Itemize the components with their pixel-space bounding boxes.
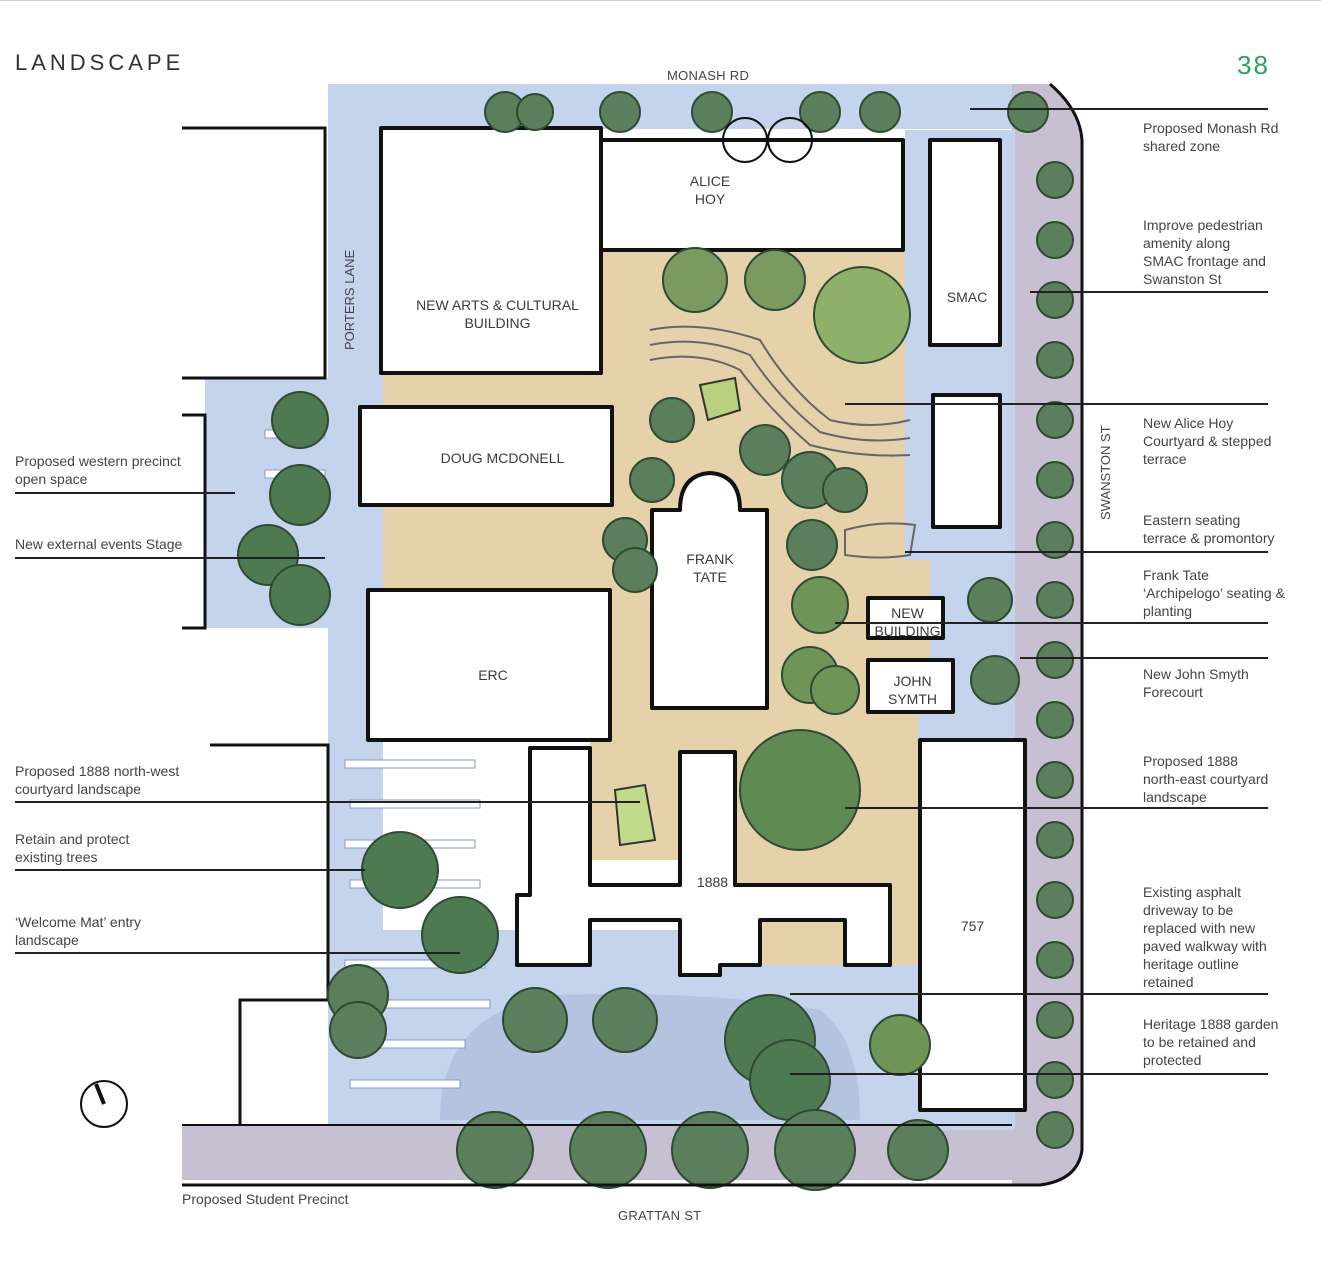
- west-neighbour-2: [182, 413, 207, 630]
- monash-rd-label: MONASH RD: [667, 68, 750, 83]
- grattan-st-label: GRATTAN ST: [618, 1208, 702, 1223]
- john-symth-building: [866, 658, 955, 714]
- doug-mcdonell-yard: [383, 505, 613, 595]
- leader-line: [970, 108, 1268, 110]
- annotation-monash-shared-zone: Proposed Monash Rd shared zone: [1143, 120, 1279, 154]
- north-arrow-icon: [80, 1080, 128, 1128]
- erc-label: ERC: [478, 667, 508, 683]
- alice-hoy-pad: [698, 376, 742, 422]
- new-building-label: NEW BUILDING: [874, 605, 941, 639]
- leader-line: [15, 952, 460, 954]
- leader-line: [790, 1073, 1268, 1075]
- annotation-asphalt-driveway: Existing asphalt driveway to be replaced…: [1143, 884, 1267, 990]
- swanston-st-label: SWANSTON ST: [1098, 425, 1113, 520]
- leader-line: [15, 557, 325, 559]
- annotation-alice-hoy-courtyard: New Alice Hoy Courtyard & stepped terrac…: [1143, 415, 1272, 467]
- john-symth-label: JOHN SYMTH: [888, 673, 937, 707]
- building-1888-label: 1888: [696, 874, 729, 890]
- annotation-retain-trees: Retain and protect existing trees: [15, 831, 130, 865]
- annotation-frank-tate-archipelogo: Frank Tate ‘Archipelogo’ seating & plant…: [1143, 567, 1285, 619]
- page-title: LANDSCAPE: [15, 50, 185, 75]
- leader-line: [845, 403, 1268, 405]
- building-757-label: 757: [960, 918, 985, 934]
- leader-line: [1030, 291, 1268, 293]
- frank-tate-building: [650, 471, 769, 710]
- welcome-mat-paving: [344, 759, 476, 769]
- doug-mcdonell-label: DOUG MCDONELL: [440, 450, 565, 466]
- new-arts-building: [379, 126, 603, 375]
- annotation-events-stage: New external events Stage: [15, 536, 183, 552]
- alice-hoy-terrace: [649, 325, 911, 426]
- road-kerb-line: [182, 82, 1084, 1187]
- annotation-heritage-garden: Heritage 1888 garden to be retained and …: [1143, 1016, 1279, 1068]
- frank-tate-label: FRANK TATE: [686, 551, 734, 585]
- porters-lane-label: PORTERS LANE: [342, 249, 357, 350]
- annotation-smac-frontage: Improve pedestrian amenity along SMAC fr…: [1143, 217, 1266, 287]
- leader-line: [835, 622, 1268, 624]
- annotation-western-precinct: Proposed western precinct open space: [15, 453, 181, 487]
- top-rule: [0, 0, 1321, 1]
- doug-mcdonell-building: [358, 405, 614, 507]
- leader-line: [790, 993, 1268, 995]
- annotation-john-smyth-forecourt: New John Smyth Forecourt: [1143, 666, 1249, 700]
- leader-line: [845, 807, 1268, 809]
- leader-line: [15, 801, 640, 803]
- annotation-1888-nw-courtyard: Proposed 1888 north-west courtyard lands…: [15, 763, 180, 797]
- smac-building: [928, 138, 1002, 347]
- annotation-eastern-seating: Eastern seating terrace & promontory: [1143, 512, 1275, 546]
- annotation-1888-ne-courtyard: Proposed 1888 north-east courtyard lands…: [1143, 753, 1269, 805]
- new-arts-label: NEW ARTS & CULTURAL BUILDING: [416, 297, 579, 331]
- west-neighbour-1: [182, 126, 327, 380]
- eastern-promontory: [844, 522, 917, 559]
- nw-courtyard-pad: [613, 783, 657, 847]
- annotation-welcome-mat: ‘Welcome Mat’ entry landscape: [15, 914, 142, 948]
- leader-line: [15, 492, 235, 494]
- page-number: 38: [1237, 50, 1270, 80]
- building-1888: [515, 746, 892, 977]
- alice-hoy-label: ALICE HOY: [689, 173, 731, 207]
- erc-building: [366, 588, 612, 742]
- leader-line: [905, 551, 1268, 553]
- smac-label: SMAC: [946, 289, 988, 305]
- smac-south-building: [931, 393, 1002, 529]
- building-757: [918, 738, 1027, 1112]
- leader-line: [1020, 657, 1268, 659]
- student-precinct-note: Proposed Student Precinct: [182, 1191, 349, 1207]
- leader-line: [15, 869, 365, 871]
- new-building: [866, 596, 945, 640]
- monash-shared-zone: [328, 84, 1012, 129]
